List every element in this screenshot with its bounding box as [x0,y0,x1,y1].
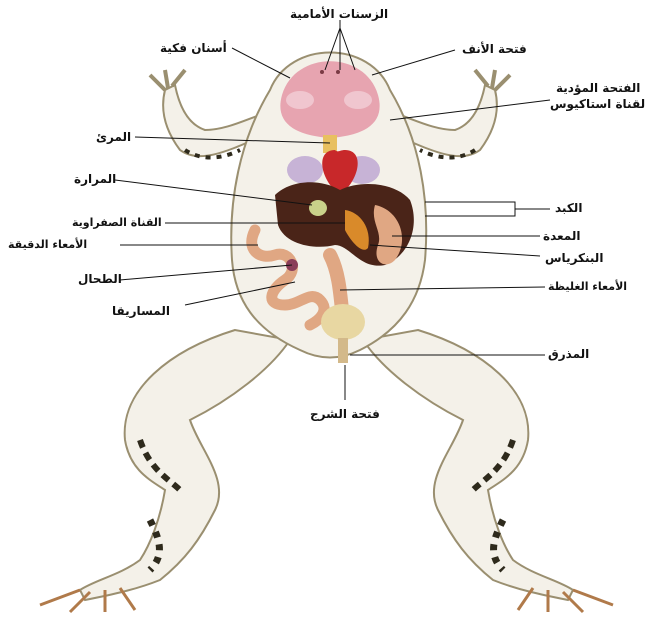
cloaca [338,338,348,363]
left-hind-leg [40,330,290,612]
label-liver: الكبد [555,202,582,215]
label-vomerine-teeth: الزسنات الأمامية [290,8,388,21]
label-bile-duct: القناة الصفراوية [72,216,162,229]
label-large-intestine: الأمعاء الغليظة [548,280,627,293]
gallbladder [309,200,327,216]
left-lung [287,156,323,184]
label-cloaca: المذرق [548,348,589,361]
right-hind-leg [363,330,613,612]
label-mesentery: المساريقا [112,305,170,318]
label-maxillary-teeth: أسنان فكية [160,42,227,55]
label-pancreas: البنكرياس [545,252,603,265]
label-anus: فتحة الشرج [310,408,380,421]
label-spleen: الطحال [78,273,122,286]
label-nostril: فتحة الأنف [462,43,527,56]
label-eustachian-1: الفتحة المؤدية [556,82,640,95]
label-esophagus: المرئ [96,131,131,144]
label-eustachian-2: لقناة استاكيوس [550,98,645,111]
label-small-intestine: الأمعاء الدقيقة [8,238,87,251]
label-gallbladder: المرارة [74,173,116,186]
urinary-bladder [321,304,365,340]
label-stomach: المعدة [543,230,580,243]
